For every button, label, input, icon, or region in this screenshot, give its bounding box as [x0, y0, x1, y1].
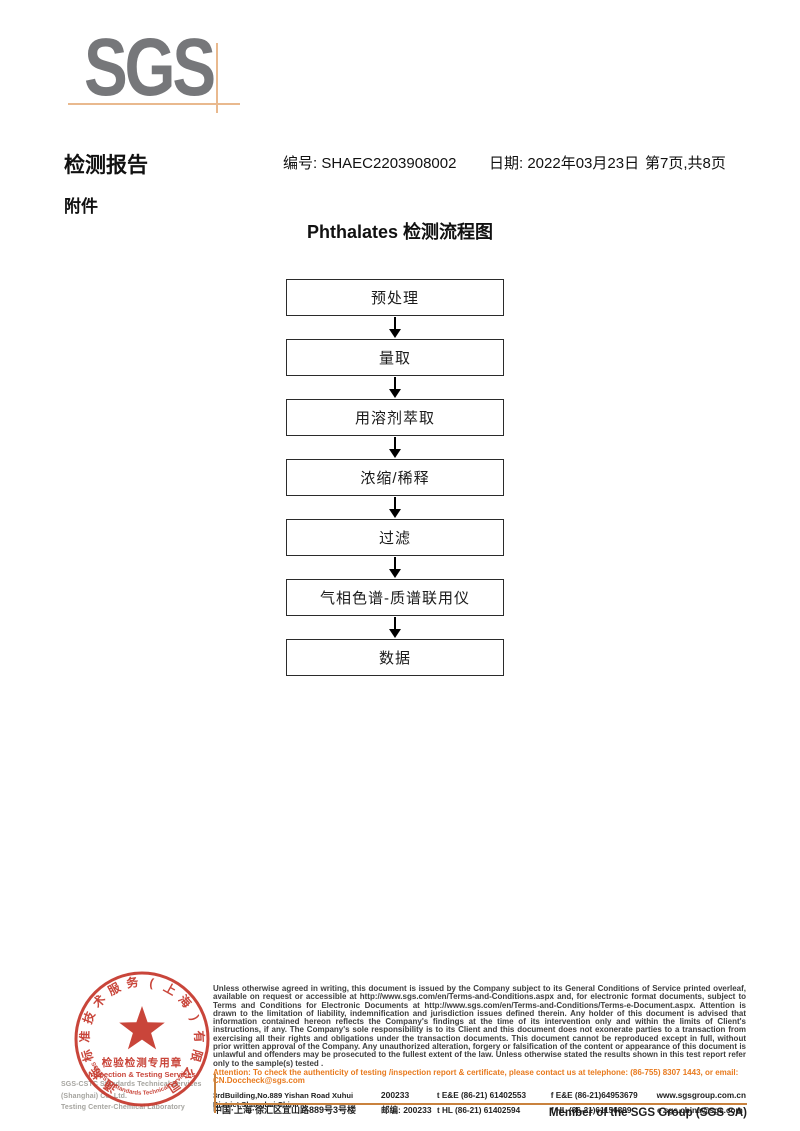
seal-star-icon: [119, 1006, 165, 1050]
fax-hl: f HL (86-21)61156899: [551, 1105, 632, 1115]
flow-arrow-icon: [286, 616, 504, 639]
arrow-shaft: [393, 617, 397, 629]
arrow-shaft: [393, 557, 397, 569]
seal-ring-char: 限: [188, 1048, 206, 1064]
arrow-head: [389, 509, 401, 518]
flow-arrow-icon: [286, 376, 504, 399]
flow-step-gcms: 气相色谱-质谱联用仪: [286, 579, 504, 616]
inspection-seal-stamp: 通标标准技术服务(上海)有限公司 检验检测专用章 Inspection & Te…: [74, 971, 210, 1107]
flow-arrow-icon: [286, 316, 504, 339]
seal-ring-char: ): [188, 1013, 202, 1022]
arrow-shaft: [393, 497, 397, 509]
sgs-logo: SGS: [84, 22, 216, 113]
flowchart-title: Phthalates 检测流程图: [306, 222, 494, 242]
postcode-chinese: 邮编: 200233: [381, 1104, 432, 1115]
attachment-label: 附件: [64, 197, 98, 216]
flow-arrow-icon: [286, 556, 504, 579]
report-date: 日期: 2022年03月23日: [489, 155, 640, 172]
laboratory-company-name: SGS-CSTC Standards Technical Services (S…: [61, 1079, 226, 1114]
telephone-hl: t HL (86-21) 61402594: [437, 1105, 521, 1115]
arrow-head: [389, 329, 401, 338]
seal-ring-char: 准: [77, 1030, 92, 1043]
arrow-shaft: [393, 437, 397, 449]
arrow-head: [389, 629, 401, 638]
terms-disclaimer-text: Unless otherwise agreed in writing, this…: [213, 984, 746, 1068]
email-address: e sgs.china@sgs.com: [657, 1105, 743, 1115]
page-number-info: 第7页,共8页: [645, 155, 726, 172]
flow-step-solvent-extraction: 用溶剂萃取: [286, 399, 504, 436]
seal-title-en: Inspection & Testing Services: [88, 1070, 195, 1079]
attention-notice-text: Attention: To check the authenticity of …: [213, 1067, 739, 1086]
report-number: 编号: SHAEC2203908002: [283, 155, 457, 172]
arrow-head: [389, 569, 401, 578]
logo-crosshair-horizontal-line: [68, 103, 240, 105]
flow-step-label: 过滤: [378, 530, 411, 547]
footer-legal-block: Unless otherwise agreed in writing, this…: [213, 984, 746, 1116]
flow-step-filter: 过滤: [286, 519, 504, 556]
sgs-group-member-text: Member of the SGS Group (SGS SA): [548, 1107, 747, 1119]
company-name-line2: Testing Center-Chemical Laboratory: [61, 1104, 185, 1111]
flow-step-label: 浓缩/稀释: [360, 470, 430, 487]
flow-step-label: 量取: [378, 350, 411, 367]
flow-step-measure: 量取: [286, 339, 504, 376]
flow-step-label: 气相色谱-质谱联用仪: [320, 590, 470, 607]
contact-row-chinese: 中国·上海·徐汇区宜山路889号3号楼 邮编: 200233 t HL (86-…: [213, 1103, 746, 1116]
flow-step-data: 数据: [286, 639, 504, 676]
fax-ee: f E&E (86-21)64953679: [550, 1090, 638, 1100]
footer-vertical-rule: [214, 1074, 216, 1113]
company-name-line1: SGS-CSTC Standards Technical Services (S…: [61, 1081, 202, 1100]
arrow-head: [389, 389, 401, 398]
seal-ring-char: 有: [192, 1030, 207, 1043]
arrow-head: [389, 449, 401, 458]
website-url: www.sgsgroup.com.cn: [656, 1090, 746, 1100]
address-chinese: 中国·上海·徐汇区宜山路889号3号楼: [213, 1104, 357, 1115]
arrow-shaft: [393, 317, 397, 329]
flow-step-label: 用溶剂萃取: [354, 410, 435, 427]
seal-ring-char: 标: [78, 1048, 96, 1065]
contact-row-english: 3rdBuilding,No.889 Yishan Road Xuhui Dis…: [213, 1089, 746, 1109]
flowchart: 预处理 量取 用溶剂萃取 浓缩/稀释 过滤 气相色谱-质谱联用仪 数据: [286, 279, 504, 676]
flow-arrow-icon: [286, 496, 504, 519]
seal-title-cn: 检验检测专用章: [102, 1056, 183, 1069]
flow-arrow-icon: [286, 436, 504, 459]
flow-step-label: 数据: [378, 650, 411, 667]
logo-crosshair-vertical-line: [216, 43, 218, 113]
seal-ring: [74, 971, 210, 1107]
flow-step-label: 预处理: [370, 290, 419, 307]
seal-ring-char: (: [148, 976, 154, 990]
footer-horizontal-rule: [214, 1103, 747, 1105]
telephone-ee: t E&E (86-21) 61402553: [436, 1090, 527, 1100]
report-title: 检测报告: [64, 154, 148, 177]
flow-step-pretreatment: 预处理: [286, 279, 504, 316]
arrow-shaft: [393, 377, 397, 389]
flow-step-concentrate-dilute: 浓缩/稀释: [286, 459, 504, 496]
postcode: 200233: [380, 1089, 410, 1100]
seal-ring-char: 务: [125, 974, 140, 991]
